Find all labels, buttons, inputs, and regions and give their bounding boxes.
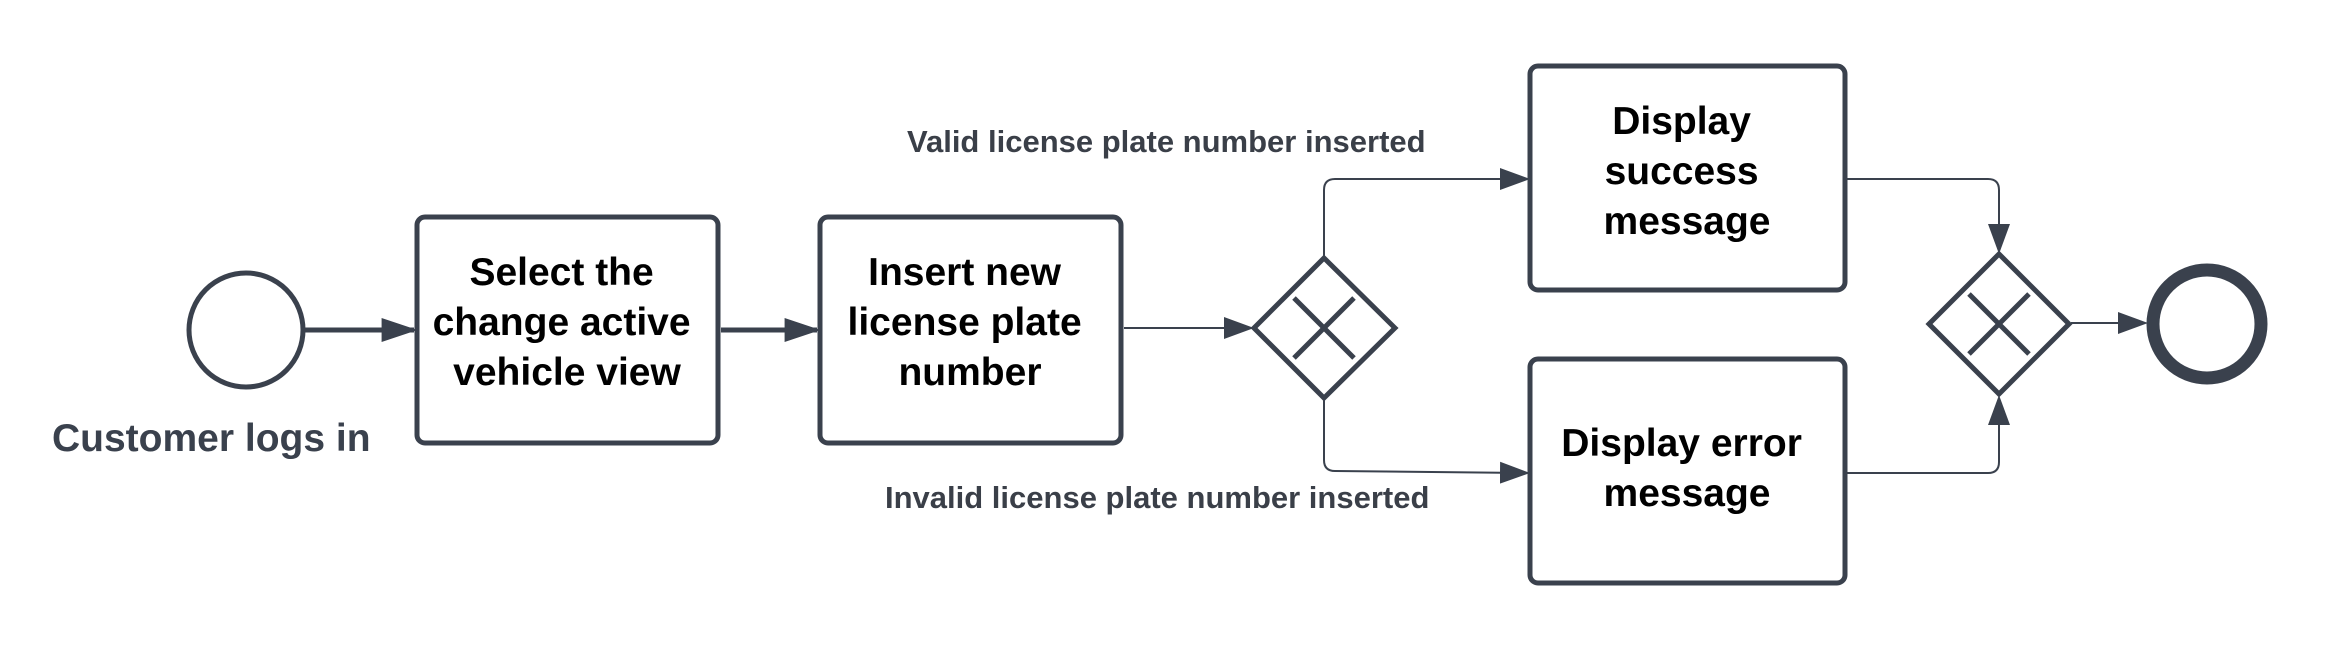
task-select-view-line-2: change active — [433, 301, 691, 344]
start-event-circle — [186, 270, 306, 390]
task-insert-plate-line-1: Insert new — [868, 251, 1062, 294]
task-success-line-2: success — [1605, 150, 1759, 193]
start-event[interactable] — [186, 270, 306, 390]
task-insert-plate-label: Insert new license plate number — [848, 251, 1093, 394]
start-event-label: Customer logs in — [52, 417, 371, 460]
flow-gateway-to-success — [1323, 168, 1530, 257]
end-event-circle — [2146, 263, 2268, 385]
task-success[interactable]: Display success message — [1527, 63, 1848, 293]
task-select-view-line-3: vehicle view — [453, 351, 681, 394]
task-error-line-2: message — [1604, 472, 1771, 515]
x-icon — [1967, 292, 2031, 356]
task-select-view-label: Select the change active vehicle view — [433, 251, 702, 394]
task-success-line-3: message — [1604, 200, 1771, 243]
task-error-label: Display error message — [1561, 422, 1812, 515]
task-insert-plate[interactable]: Insert new license plate number — [817, 214, 1124, 446]
gateway-merge[interactable] — [1925, 250, 2073, 398]
task-select-view[interactable]: Select the change active vehicle view — [414, 214, 721, 446]
task-select-view-line-1: Select the — [469, 251, 653, 294]
task-success-line-1: Display — [1612, 100, 1751, 143]
task-success-label: Display success message — [1604, 100, 1771, 243]
flow-gateway-to-error — [1323, 399, 1530, 484]
task-insert-plate-line-2: license plate — [848, 301, 1082, 344]
x-icon — [1292, 296, 1356, 360]
flow-invalid-label: Invalid license plate number inserted — [885, 480, 1429, 515]
task-insert-plate-box — [817, 214, 1124, 446]
gateway-split[interactable] — [1250, 254, 1399, 402]
task-select-view-box — [414, 214, 721, 446]
task-error-line-1: Display error — [1561, 422, 1802, 465]
flow-valid-label: Valid license plate number inserted — [907, 124, 1426, 159]
flow-success-to-merge — [1845, 178, 2010, 254]
task-error-box — [1527, 356, 1848, 586]
task-error[interactable]: Display error message — [1527, 356, 1848, 586]
flow-error-to-merge — [1845, 395, 2010, 474]
task-insert-plate-line-3: number — [898, 351, 1041, 394]
end-event[interactable] — [2146, 263, 2268, 385]
